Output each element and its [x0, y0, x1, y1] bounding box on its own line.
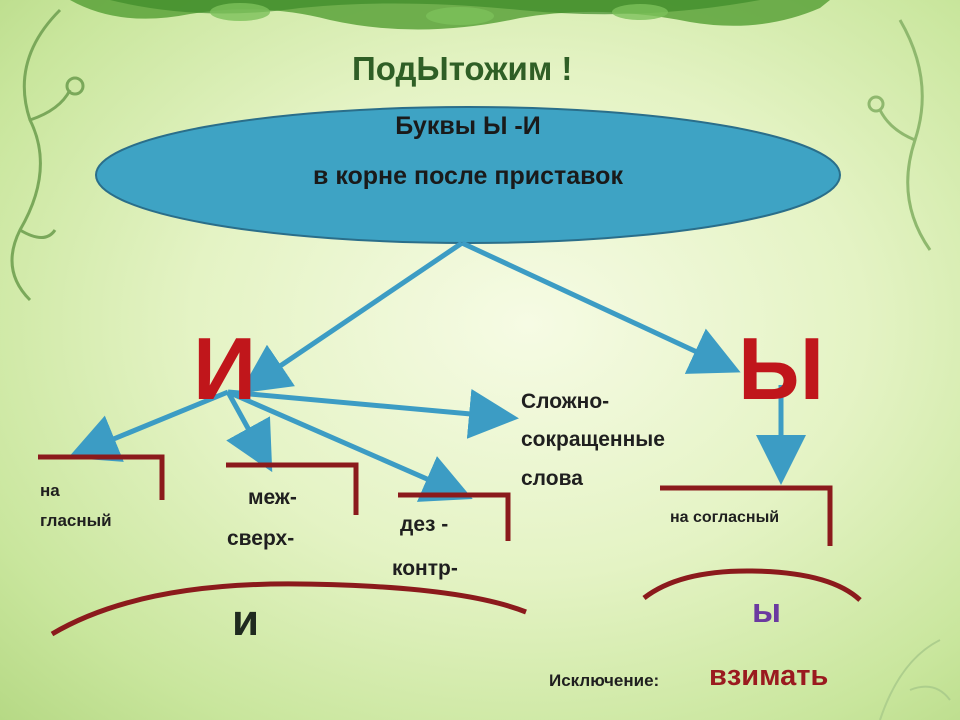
vine-ornament-left [10, 8, 85, 302]
bracket-on-consonant [660, 485, 833, 546]
prefix-sverkh: сверх- [227, 527, 295, 550]
vine-ornament-right [867, 19, 932, 251]
arrow-to-compound [227, 388, 519, 439]
on-vowel-label-line-2: гласный [40, 511, 112, 530]
vine-ornament-bottom-right [879, 639, 951, 720]
exception-label: Исключение: [549, 671, 660, 690]
leaf-ornament-top [70, 0, 830, 30]
bracket-prefixes-a [226, 462, 359, 515]
arc-result-i [50, 581, 527, 637]
prefix-kontr: контр- [392, 557, 458, 580]
topic-ellipse [95, 106, 841, 244]
arrow-to-i [239, 240, 464, 394]
exception-word: взимать [709, 660, 829, 692]
prefix-mezh: меж- [248, 486, 297, 509]
compound-words-line-2: сокращенные [521, 428, 665, 451]
result-letter-i: и [232, 596, 260, 645]
on-consonant-label: на согласный [670, 509, 780, 526]
topic-line-1: Буквы Ы -И [395, 112, 541, 140]
topic-line-2: в корне после приставок [313, 162, 623, 190]
letter-y-heading: Ы [738, 319, 825, 418]
result-letter-y: ы [752, 592, 782, 630]
prefix-dez: дез - [400, 513, 449, 536]
bracket-on-vowel [38, 454, 165, 500]
brackets [38, 454, 862, 637]
arc-result-y [642, 568, 862, 602]
letter-i-heading: И [193, 319, 256, 418]
arrow-to-y [460, 240, 741, 374]
on-vowel-label-line-1: на [40, 481, 60, 500]
connector-arrows [68, 240, 806, 502]
arrow-to-prefixes-a [225, 390, 273, 473]
arrow-to-prefixes-b [226, 389, 473, 502]
compound-words-line-3: слова [521, 467, 583, 490]
slide-title: ПодЫтожим ! [352, 50, 573, 87]
arrow-to-on-vowel [68, 389, 229, 462]
compound-words-line-1: Сложно- [521, 390, 610, 413]
bracket-prefixes-b [398, 492, 511, 541]
